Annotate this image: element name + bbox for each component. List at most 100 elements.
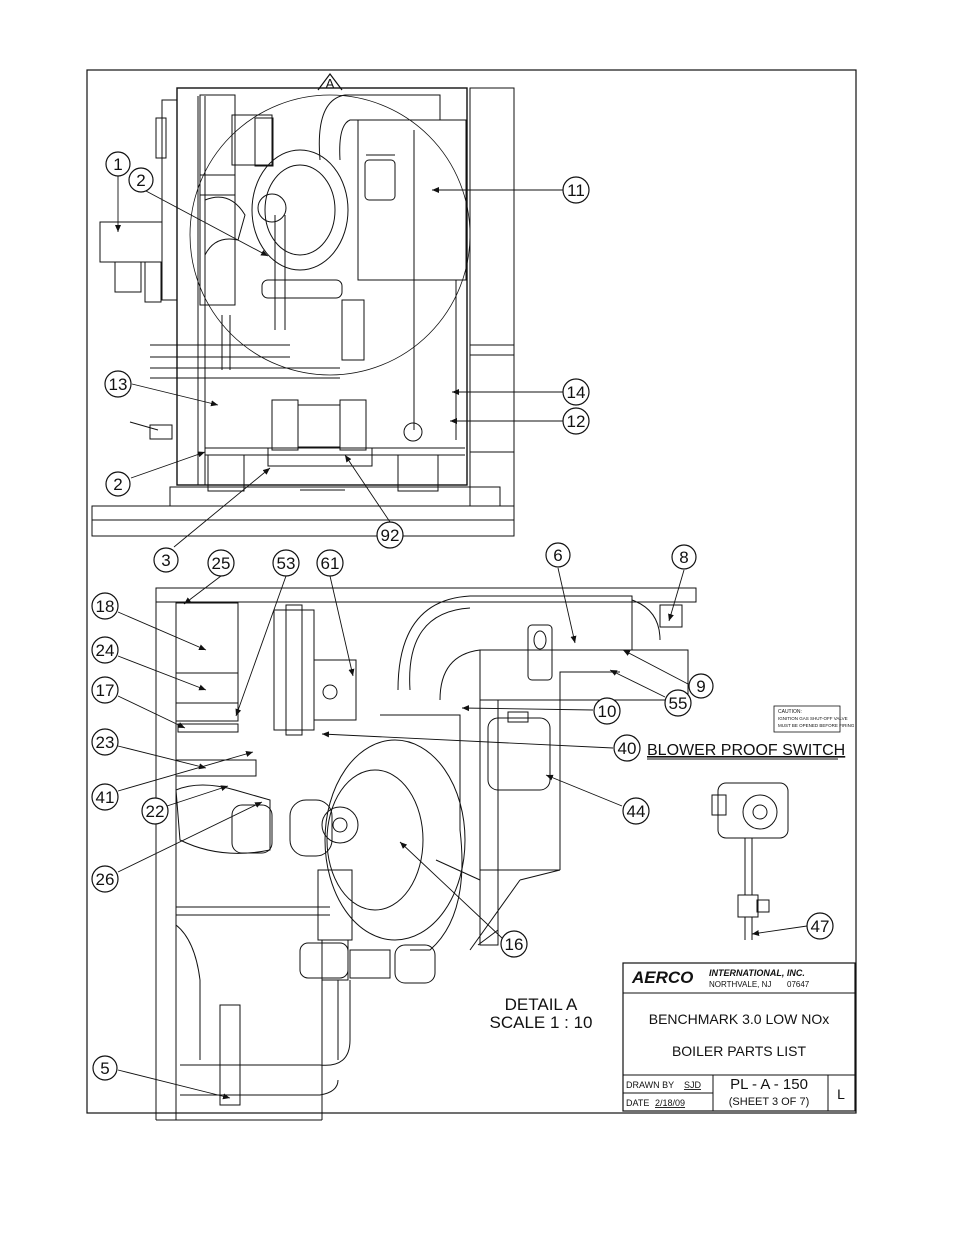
balloon-9: 9 bbox=[688, 673, 714, 699]
top-assembly-view bbox=[91, 87, 515, 537]
svg-text:55: 55 bbox=[669, 694, 688, 713]
svg-text:53: 53 bbox=[277, 554, 296, 573]
balloon-8: 8 bbox=[671, 544, 697, 570]
svg-text:92: 92 bbox=[381, 526, 400, 545]
balloon-13: 13 bbox=[104, 370, 132, 398]
svg-text:10: 10 bbox=[598, 702, 617, 721]
balloon-2: 2 bbox=[128, 167, 154, 193]
balloon-92: 92 bbox=[376, 521, 404, 549]
gas-train-box bbox=[99, 221, 163, 263]
svg-text:24: 24 bbox=[96, 641, 115, 660]
product-title: BENCHMARK 3.0 LOW NOx bbox=[649, 1011, 829, 1027]
balloon-47: 47 bbox=[806, 912, 834, 940]
drawn-by-label: DRAWN BY bbox=[626, 1080, 674, 1090]
company-zip: 07647 bbox=[787, 980, 810, 989]
detail-a-view bbox=[155, 587, 697, 1121]
svg-text:12: 12 bbox=[567, 412, 586, 431]
balloon-61: 61 bbox=[316, 549, 344, 577]
balloon-3: 3 bbox=[153, 547, 179, 573]
caution-label: CAUTION: IGNITION GAS SHUT-OFF VALVE MUS… bbox=[773, 705, 855, 733]
balloon-53: 53 bbox=[272, 549, 300, 577]
leader-lines bbox=[115, 176, 808, 1100]
svg-text:61: 61 bbox=[321, 554, 340, 573]
svg-text:8: 8 bbox=[679, 548, 688, 567]
air-elbow bbox=[175, 784, 271, 854]
balloon-23: 23 bbox=[91, 728, 119, 756]
svg-text:18: 18 bbox=[96, 597, 115, 616]
svg-text:47: 47 bbox=[811, 917, 830, 936]
svg-text:23: 23 bbox=[96, 733, 115, 752]
gas-valve bbox=[289, 799, 333, 857]
balloon-14: 14 bbox=[562, 378, 590, 406]
blower-housing bbox=[324, 739, 466, 941]
skid-base bbox=[91, 505, 515, 537]
svg-text:9: 9 bbox=[696, 677, 705, 696]
view-label: A bbox=[326, 76, 335, 91]
exhaust-elbow bbox=[397, 595, 633, 701]
balloon-11: 11 bbox=[562, 176, 590, 204]
svg-text:17: 17 bbox=[96, 681, 115, 700]
balloon-17: 17 bbox=[91, 676, 119, 704]
detail-scale: SCALE 1 : 10 bbox=[489, 1013, 592, 1032]
detail-title: DETAIL A bbox=[505, 995, 578, 1014]
drawing-subtitle: BOILER PARTS LIST bbox=[672, 1043, 807, 1059]
detail-a-circle bbox=[189, 94, 471, 376]
svg-text:13: 13 bbox=[109, 375, 128, 394]
revision-letter: L bbox=[837, 1086, 845, 1102]
drawn-by-value: SJD bbox=[684, 1080, 702, 1090]
date-label: DATE bbox=[626, 1098, 649, 1108]
blower-proof-switch-callout: BLOWER PROOF SWITCH bbox=[647, 742, 845, 759]
svg-text:6: 6 bbox=[553, 546, 562, 565]
drawing-number: PL - A - 150 bbox=[730, 1076, 808, 1093]
motor-44 bbox=[487, 717, 551, 791]
company-city: NORTHVALE, NJ bbox=[709, 980, 771, 989]
svg-text:2: 2 bbox=[136, 171, 145, 190]
company-logo-text: AERCO bbox=[631, 968, 693, 987]
sheet-border bbox=[86, 69, 857, 1114]
title-block: AERCO INTERNATIONAL, INC. NORTHVALE, NJ … bbox=[622, 962, 856, 1112]
flexible-connector bbox=[175, 759, 257, 777]
balloon-6: 6 bbox=[545, 542, 571, 568]
balloon-12: 12 bbox=[562, 407, 590, 435]
svg-text:1: 1 bbox=[113, 155, 122, 174]
svg-text:16: 16 bbox=[505, 935, 524, 954]
balloon-25: 25 bbox=[207, 549, 235, 577]
svg-text:3: 3 bbox=[161, 551, 170, 570]
blower-wheel bbox=[251, 149, 349, 271]
svg-text:44: 44 bbox=[627, 802, 646, 821]
view-a-indicator: A bbox=[317, 73, 343, 91]
balloon-5: 5 bbox=[92, 1055, 118, 1081]
balloon-44: 44 bbox=[622, 797, 650, 825]
balloon-55: 55 bbox=[664, 689, 692, 717]
balloon-16: 16 bbox=[500, 930, 528, 958]
svg-text:5: 5 bbox=[100, 1059, 109, 1078]
blower-proof-switch-detail bbox=[711, 782, 789, 940]
company-name: INTERNATIONAL, INC. bbox=[709, 968, 805, 978]
top-fitting bbox=[659, 604, 683, 628]
svg-text:40: 40 bbox=[618, 739, 637, 758]
sheet-number: (SHEET 3 OF 7) bbox=[729, 1096, 809, 1108]
air-inlet-duct bbox=[175, 602, 239, 674]
svg-text:26: 26 bbox=[96, 870, 115, 889]
caution-line-1: IGNITION GAS SHUT-OFF VALVE bbox=[778, 716, 848, 721]
svg-text:2: 2 bbox=[113, 475, 122, 494]
balloon-24: 24 bbox=[91, 636, 119, 664]
svg-text:22: 22 bbox=[146, 802, 165, 821]
caution-heading: CAUTION: bbox=[778, 709, 802, 715]
balloon-2b: 2 bbox=[105, 471, 131, 497]
item-balloons: 1 2 11 13 14 12 2 3 92 25 53 61 6 8 18 2… bbox=[91, 151, 834, 1081]
side-panel bbox=[469, 87, 515, 507]
date-value: 2/18/09 bbox=[655, 1098, 685, 1108]
svg-text:25: 25 bbox=[212, 554, 231, 573]
balloon-18: 18 bbox=[91, 592, 119, 620]
top-plate bbox=[155, 587, 697, 603]
balloon-1: 1 bbox=[105, 151, 131, 177]
svg-text:41: 41 bbox=[96, 788, 115, 807]
balloon-40: 40 bbox=[613, 734, 641, 762]
balloon-26: 26 bbox=[91, 865, 119, 893]
balloon-10: 10 bbox=[593, 697, 621, 725]
balloon-22: 22 bbox=[141, 797, 169, 825]
caution-line-2: MUST BE OPENED BEFORE FIRING bbox=[778, 723, 855, 728]
svg-text:14: 14 bbox=[567, 383, 586, 402]
